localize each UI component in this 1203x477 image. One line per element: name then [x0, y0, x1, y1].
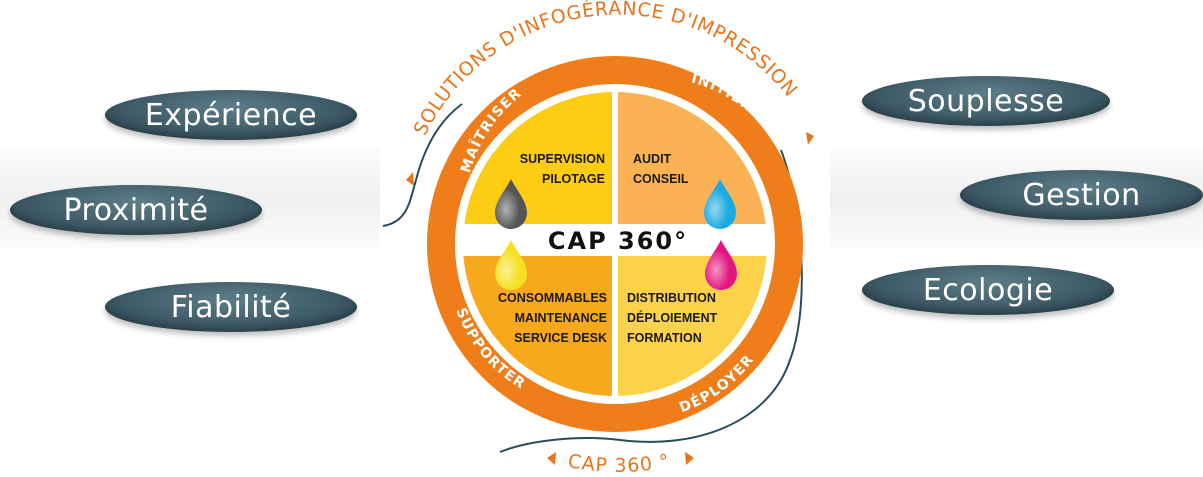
pill-label: Gestion — [1022, 177, 1141, 213]
pill-experience: Expérience — [105, 90, 357, 140]
quadrant-text: SUPERVISION — [520, 152, 605, 166]
black-ink-drop-icon — [495, 179, 527, 229]
pill-souplesse: Souplesse — [862, 76, 1110, 126]
vertical-separator — [612, 90, 618, 398]
yellow-ink-drop-icon — [495, 240, 527, 290]
cyan-ink-drop-icon — [704, 179, 736, 229]
pill-fiabilite: Fiabilité — [105, 282, 357, 332]
quadrant-text: DISTRIBUTION — [627, 291, 716, 305]
pill-label: Ecologie — [922, 272, 1054, 308]
magenta-ink-drop-icon — [705, 240, 737, 290]
pill-label: Souplesse — [907, 83, 1065, 119]
bottom-arrow-right-icon — [685, 452, 694, 465]
quadrant-text: AUDIT — [633, 152, 672, 166]
quadrant-text: PILOTAGE — [542, 172, 605, 186]
quadrant-text: DÉPLOIEMENT — [627, 310, 718, 325]
decorative-curve-left — [382, 103, 463, 227]
quadrant-text: SERVICE DESK — [514, 331, 607, 345]
quadrant-text: MAINTENANCE — [515, 311, 607, 325]
pill-label: Proximité — [63, 192, 209, 228]
arc-title-bottom: CAP 360 ° — [566, 450, 672, 477]
pill-label: Fiabilité — [170, 289, 292, 325]
arc-arrow-right-icon — [806, 132, 814, 145]
pill-proximite: Proximité — [10, 185, 262, 235]
pill-gestion: Gestion — [960, 170, 1203, 220]
quadrant-text: FORMATION — [627, 331, 702, 345]
pill-label: Expérience — [144, 97, 318, 133]
pill-ecologie: Ecologie — [862, 265, 1114, 315]
arc-arrow-left-icon — [406, 172, 414, 186]
quadrant-text: CONSEIL — [633, 172, 689, 186]
bottom-arrow-left-icon — [547, 452, 556, 465]
quadrant-text: CONSOMMABLES — [498, 291, 607, 305]
center-title: CAP 360° — [548, 227, 688, 255]
